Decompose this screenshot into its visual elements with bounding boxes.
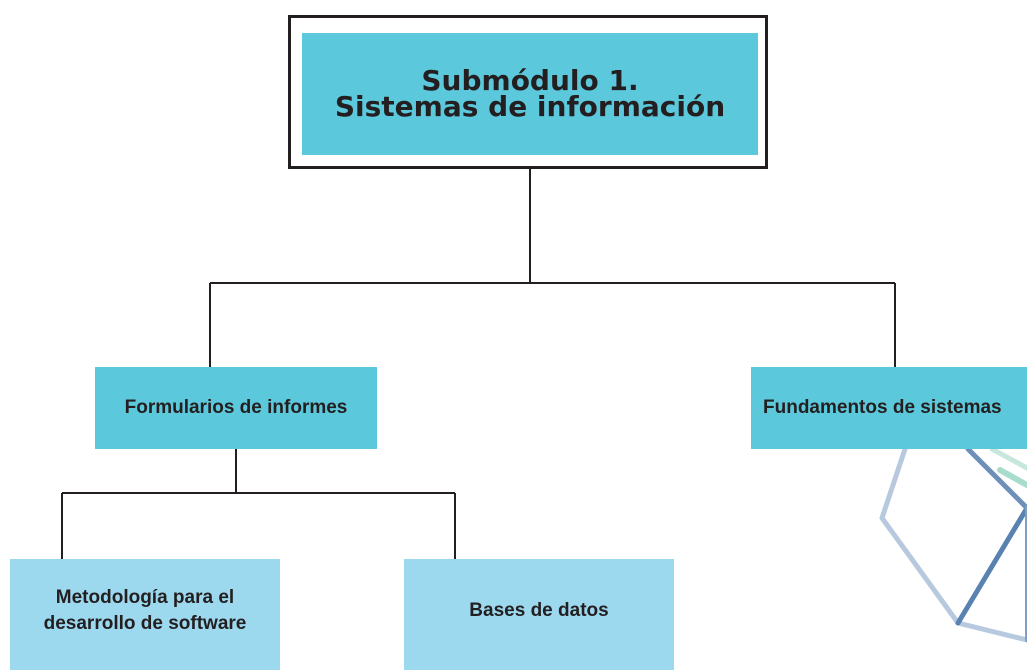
node-bases-de-datos: Bases de datos	[404, 559, 674, 670]
root-title-line-1: Submódulo 1.	[421, 64, 639, 97]
node-label: Formularios de informes	[124, 397, 348, 418]
node-formularios-de-informes: Formularios de informes	[95, 367, 377, 449]
node-metodologia-desarrollo-software: Metodología para el desarrollo de softwa…	[10, 559, 280, 670]
node-label: Metodología para el desarrollo de softwa…	[44, 585, 247, 637]
node-label-line-2: desarrollo de software	[43, 612, 247, 634]
node-label: Fundamentos de sistemas	[763, 397, 1002, 418]
node-fundamentos-de-sistemas: Fundamentos de sistemas	[751, 367, 1027, 449]
node-label-line-1: Metodología para el	[55, 586, 235, 608]
root-title-line-2: Sistemas de información	[334, 90, 726, 123]
root-node: Submódulo 1. Sistemas de información	[302, 33, 758, 155]
root-node-frame: Submódulo 1. Sistemas de información	[288, 15, 768, 169]
node-label: Bases de datos	[469, 599, 609, 621]
